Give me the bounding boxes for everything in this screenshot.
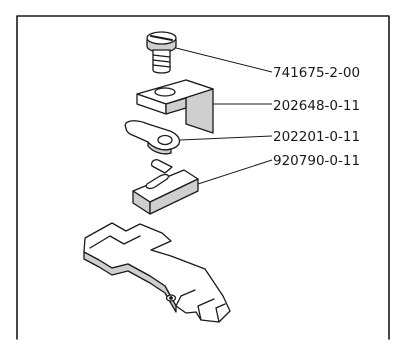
part-number-label: 202648-0-11 (273, 98, 360, 114)
screw-part (146, 31, 177, 74)
leader-line-screw (175, 47, 273, 73)
part-number-label: 920790-0-11 (273, 153, 360, 169)
slotted-block-part (132, 159, 199, 215)
leader-line-washer (179, 135, 273, 141)
presser-foot-part (83, 222, 231, 323)
part-number-label: 202201-0-11 (273, 129, 360, 145)
diagram-frame (16, 15, 390, 340)
part-number-label: 741675-2-00 (273, 65, 360, 81)
washer-part (124, 120, 181, 155)
leader-line-slotted-block (197, 159, 273, 185)
bracket-part (136, 79, 214, 134)
